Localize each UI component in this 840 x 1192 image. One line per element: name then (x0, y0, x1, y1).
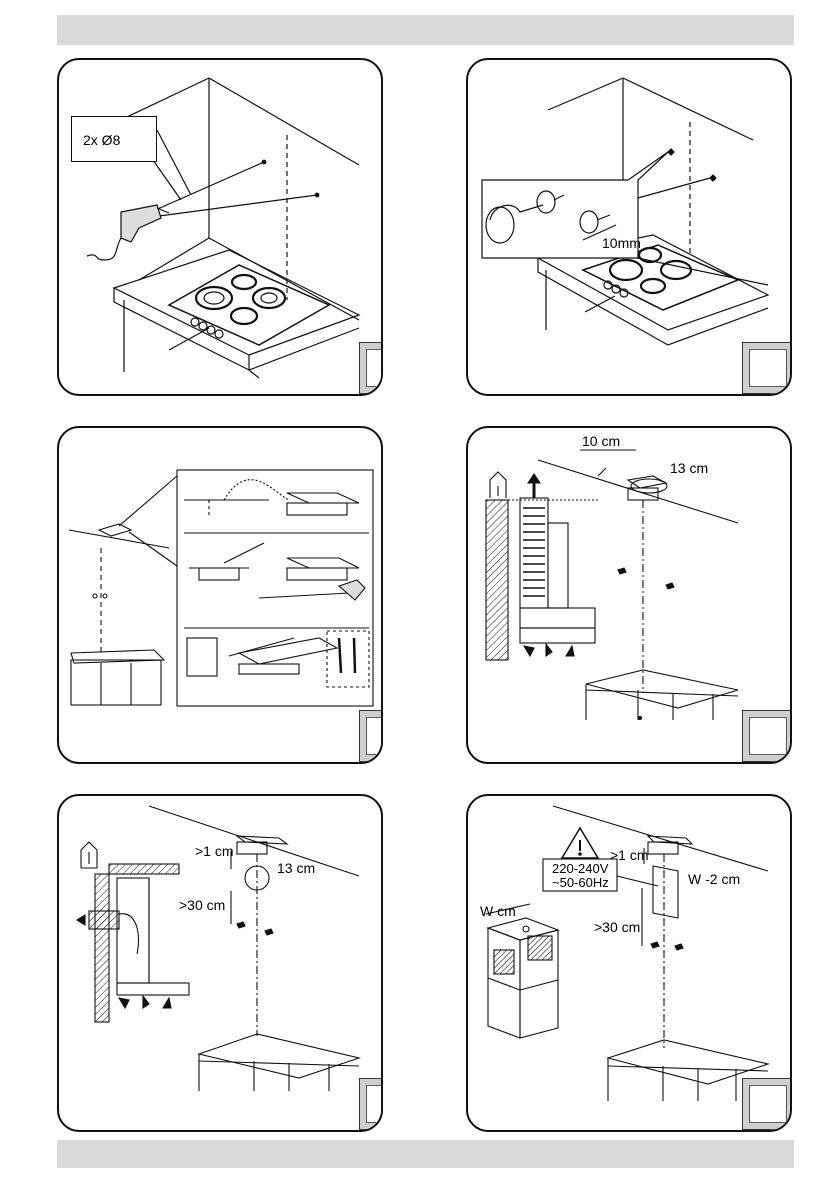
screw-depth-label: 10mm (602, 236, 641, 250)
panel-chimney-mounting: >1 cm 220-240V ~50-60Hz W -2 cm W cm >30… (466, 794, 792, 1132)
height-label: >30 cm (179, 898, 225, 912)
panel-recirculation-mounting: >1 cm 13 cm >30 cm (57, 794, 383, 1132)
voltage-label: 220-240V (552, 862, 608, 875)
step-number-box (742, 342, 792, 394)
frequency-label: ~50-60Hz (552, 876, 609, 889)
step-number-box (359, 342, 383, 394)
bracket-width-label: W -2 cm (688, 872, 740, 886)
chimney-width-label: W cm (480, 904, 516, 918)
height-label: >30 cm (594, 920, 640, 934)
panel-bracket-mounting (57, 426, 383, 764)
gap-label: >1 cm (610, 848, 649, 862)
distance-label: 10 cm (582, 434, 620, 448)
panel-insert-screws: 10mm (466, 58, 792, 396)
step-number-box (742, 710, 792, 762)
footer-bar (57, 1140, 794, 1168)
outlet-diameter-label: 13 cm (277, 861, 315, 875)
step-number-box (742, 1078, 792, 1130)
panel-drilling-holes: 2x Ø8 (57, 58, 383, 396)
header-bar (57, 15, 794, 45)
outlet-diameter-label: 13 cm (670, 461, 708, 475)
panel-outlet-installation: 10 cm 13 cm (466, 426, 792, 764)
bracket-illustration (59, 428, 383, 764)
drill-size-label: 2x Ø8 (83, 133, 120, 147)
drilling-illustration (59, 60, 383, 396)
step-number-box (359, 1078, 383, 1130)
gap-label: >1 cm (195, 844, 234, 858)
step-number-box (359, 710, 383, 762)
